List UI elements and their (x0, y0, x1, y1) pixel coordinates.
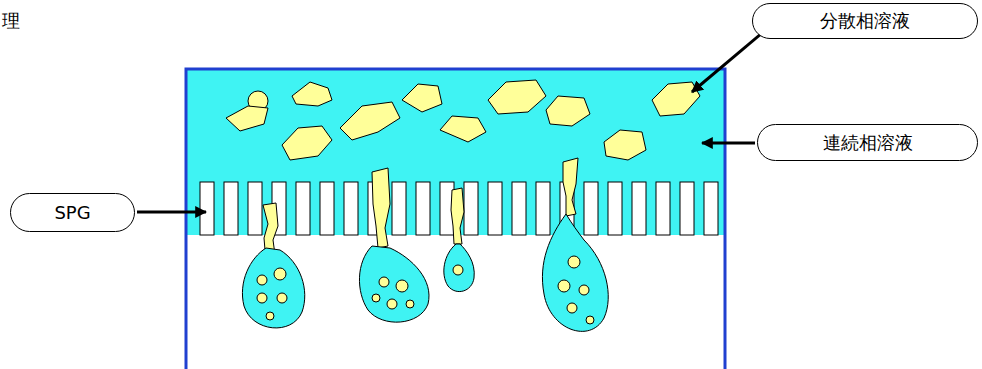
callout-box: 分散相溶液 (752, 3, 978, 39)
membrane-pillar (656, 182, 670, 235)
membrane-pillar (224, 182, 238, 235)
pore-fingers (263, 158, 578, 262)
callout-text: 連続相溶液 (823, 132, 913, 154)
membrane-pillar (536, 182, 550, 235)
callout-box: SPG (10, 193, 135, 232)
leader-arrow (702, 142, 755, 145)
membrane-pillar (512, 182, 526, 235)
leader-arrows (137, 28, 768, 212)
membrane-pillar (464, 182, 478, 235)
callout-text: 分散相溶液 (820, 10, 910, 32)
leader-arrow (692, 28, 768, 92)
membrane-pillar (320, 182, 334, 235)
membrane-pillar (608, 182, 622, 235)
membrane-pillar (584, 182, 598, 235)
callout-text: SPG (54, 202, 90, 224)
membrane-pillar (344, 182, 358, 235)
membrane-pillar (296, 182, 310, 235)
heading-fragment: 理 (2, 10, 20, 32)
membrane-pillar (488, 182, 502, 235)
vessel-outline (186, 69, 725, 369)
dispersed-particles (226, 80, 700, 160)
membrane-pillar (680, 182, 694, 235)
membrane-pillar (416, 182, 430, 235)
leader-arrow (137, 211, 206, 214)
membrane-pillar (248, 182, 262, 235)
membrane-pillar (704, 182, 718, 235)
membrane-pillar (392, 182, 406, 235)
callout-box: 連続相溶液 (757, 124, 978, 161)
membrane-pillar (200, 182, 214, 235)
emulsion-droplets (242, 214, 608, 331)
membrane-pillar (632, 182, 646, 235)
